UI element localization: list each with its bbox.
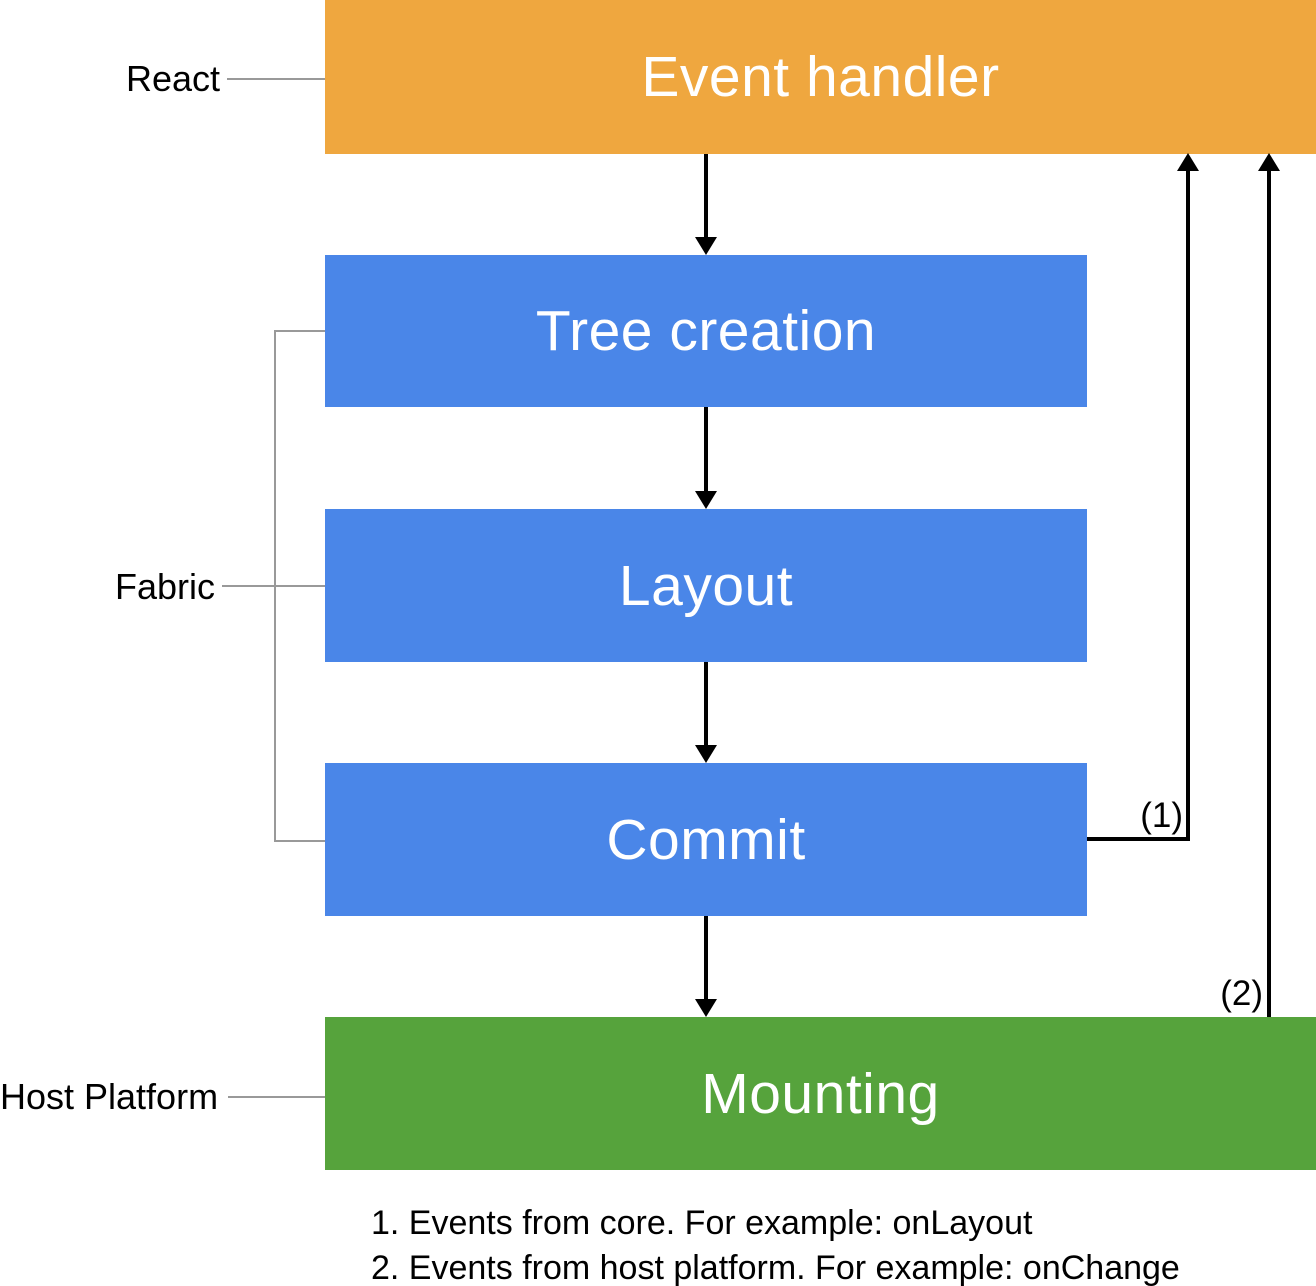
footnote-2: 2. Events from host platform. For exampl…	[371, 1249, 1180, 1286]
layout-box: Layout	[325, 509, 1087, 662]
edge1-label: (1)	[1140, 796, 1183, 835]
footnote-1: 1. Events from core. For example: onLayo…	[371, 1204, 1033, 1242]
arrow-down-icon	[695, 237, 717, 255]
arrow-commit-to-mounting-shaft	[704, 916, 708, 1000]
arrow-up-icon	[1258, 153, 1280, 171]
fabric-bracket-vertical-line	[274, 330, 276, 842]
mounting-box: Mounting	[325, 1017, 1316, 1170]
tree-creation-label: Tree creation	[535, 299, 877, 363]
event-handler-label: Event handler	[641, 45, 1000, 109]
event-handler-box: Event handler	[325, 0, 1316, 154]
commit-label: Commit	[606, 807, 806, 872]
react-connector-line	[227, 78, 325, 80]
edge1-horizontal-segment	[1087, 837, 1190, 841]
edge1-vertical-segment	[1186, 168, 1190, 841]
arrow-layout-to-commit-shaft	[704, 662, 708, 746]
react-side-label: React	[125, 58, 220, 99]
commit-box: Commit	[325, 763, 1087, 916]
arrow-tree-to-layout-shaft	[704, 407, 708, 492]
fabric-bracket-bottom-line	[274, 840, 325, 842]
edge2-vertical-segment	[1267, 168, 1271, 1017]
arrow-up-icon	[1177, 153, 1199, 171]
arrow-down-icon	[695, 491, 717, 509]
arrow-down-icon	[695, 999, 717, 1017]
host-platform-side-label: Host Platform	[0, 1076, 219, 1117]
footnotes: 1. Events from core. For example: onLayo…	[371, 1201, 1180, 1286]
arrow-event-to-tree-shaft	[704, 154, 708, 238]
arrow-down-icon	[695, 745, 717, 763]
fabric-side-label: Fabric	[114, 566, 215, 607]
edge2-label: (2)	[1220, 974, 1263, 1013]
layout-label: Layout	[618, 553, 794, 618]
fabric-bracket-top-line	[274, 330, 325, 332]
tree-creation-box: Tree creation	[325, 255, 1087, 407]
fabric-connector-line	[222, 585, 325, 587]
host-platform-connector-line	[228, 1096, 325, 1098]
mounting-label: Mounting	[701, 1061, 940, 1126]
